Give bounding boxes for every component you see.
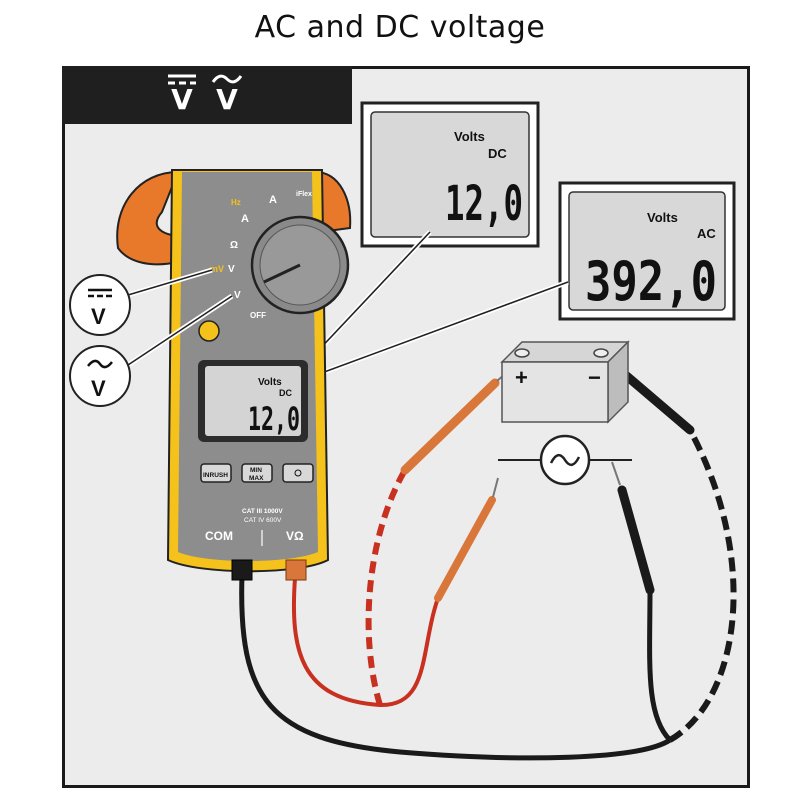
lcd-value: 12,0 xyxy=(248,400,300,438)
ac-voltage-icon: V xyxy=(207,72,247,114)
com-jack-label: COM xyxy=(205,529,233,543)
dial-ohm-label: Ω xyxy=(230,240,238,251)
dial-iflex-label: iFlex xyxy=(296,191,312,198)
vohm-jack-label: VΩ xyxy=(286,529,304,543)
callout-dc-value: 12,0 xyxy=(445,176,523,232)
header-dc-v-label: V xyxy=(171,83,193,116)
red-lead xyxy=(291,367,513,708)
dial-amps-dc-label: A xyxy=(269,194,277,206)
dc-voltage-icon: V xyxy=(162,72,202,114)
dial-volts-label: V xyxy=(228,264,235,275)
callout-ac-value: 392,0 xyxy=(585,250,717,313)
lcd-screen xyxy=(205,366,301,436)
battery-negative-terminal xyxy=(593,348,609,358)
dial-amps-ac-label: A xyxy=(241,213,249,225)
dial-hz-label: Hz xyxy=(231,198,241,207)
battery-plus-label: + xyxy=(515,365,528,390)
minmax-button[interactable] xyxy=(241,463,273,483)
clamp-meter: Hz A A iFlex Ω mV V V OFF Volts DC 12,0 … xyxy=(116,169,352,581)
backlight-button[interactable] xyxy=(282,463,314,483)
side-pointers xyxy=(126,267,234,368)
side-dc-symbol: V xyxy=(69,274,131,336)
battery-minus-label: − xyxy=(588,365,601,390)
cat-rating-1: CAT III 1000V xyxy=(242,508,283,515)
clamp-jaw xyxy=(116,170,180,266)
dial-mv-label: mV xyxy=(210,264,224,274)
header-bar: V V xyxy=(62,66,352,124)
dc-bar-icon xyxy=(168,74,196,85)
dial-vac-label: V xyxy=(234,290,241,301)
ac-source xyxy=(498,434,632,486)
ac-source-wave-icon xyxy=(549,454,581,466)
side-ac-symbol: V xyxy=(69,345,131,407)
side-dc-v-label: V xyxy=(91,304,106,329)
vohm-plug xyxy=(285,559,307,581)
black-lead xyxy=(239,359,737,761)
callout-ac: Volts AC 392,0 xyxy=(558,181,736,321)
battery: + − xyxy=(500,340,630,424)
inrush-button[interactable] xyxy=(200,463,232,483)
side-ac-v-label: V xyxy=(91,376,106,401)
callout-ac-mode: AC xyxy=(697,226,716,241)
battery-positive-terminal xyxy=(514,348,530,358)
callout-dc-unit: Volts xyxy=(454,129,485,144)
backlight-sun-icon xyxy=(294,469,302,477)
hold-button[interactable] xyxy=(198,320,220,342)
com-plug xyxy=(231,559,253,581)
lcd-unit: Volts xyxy=(258,377,282,388)
ac-wave-icon xyxy=(211,74,243,84)
callout-dc: Volts DC 12,0 xyxy=(360,101,540,248)
minmax-button-label-2: MAX xyxy=(249,475,264,482)
dial-pointer xyxy=(263,263,301,284)
header-ac-v-label: V xyxy=(216,83,238,116)
diagram-title: AC and DC voltage xyxy=(254,10,546,45)
side-ac-wave-icon xyxy=(87,359,113,369)
callout-ac-unit: Volts xyxy=(647,210,678,225)
minmax-button-label-1: MIN xyxy=(250,467,262,474)
inrush-button-label: INRUSH xyxy=(203,472,228,479)
cat-rating-2: CAT IV 600V xyxy=(244,517,282,524)
lcd-mode: DC xyxy=(279,388,292,398)
callout-dc-mode: DC xyxy=(488,146,507,161)
dial-off-label: OFF xyxy=(250,311,266,320)
